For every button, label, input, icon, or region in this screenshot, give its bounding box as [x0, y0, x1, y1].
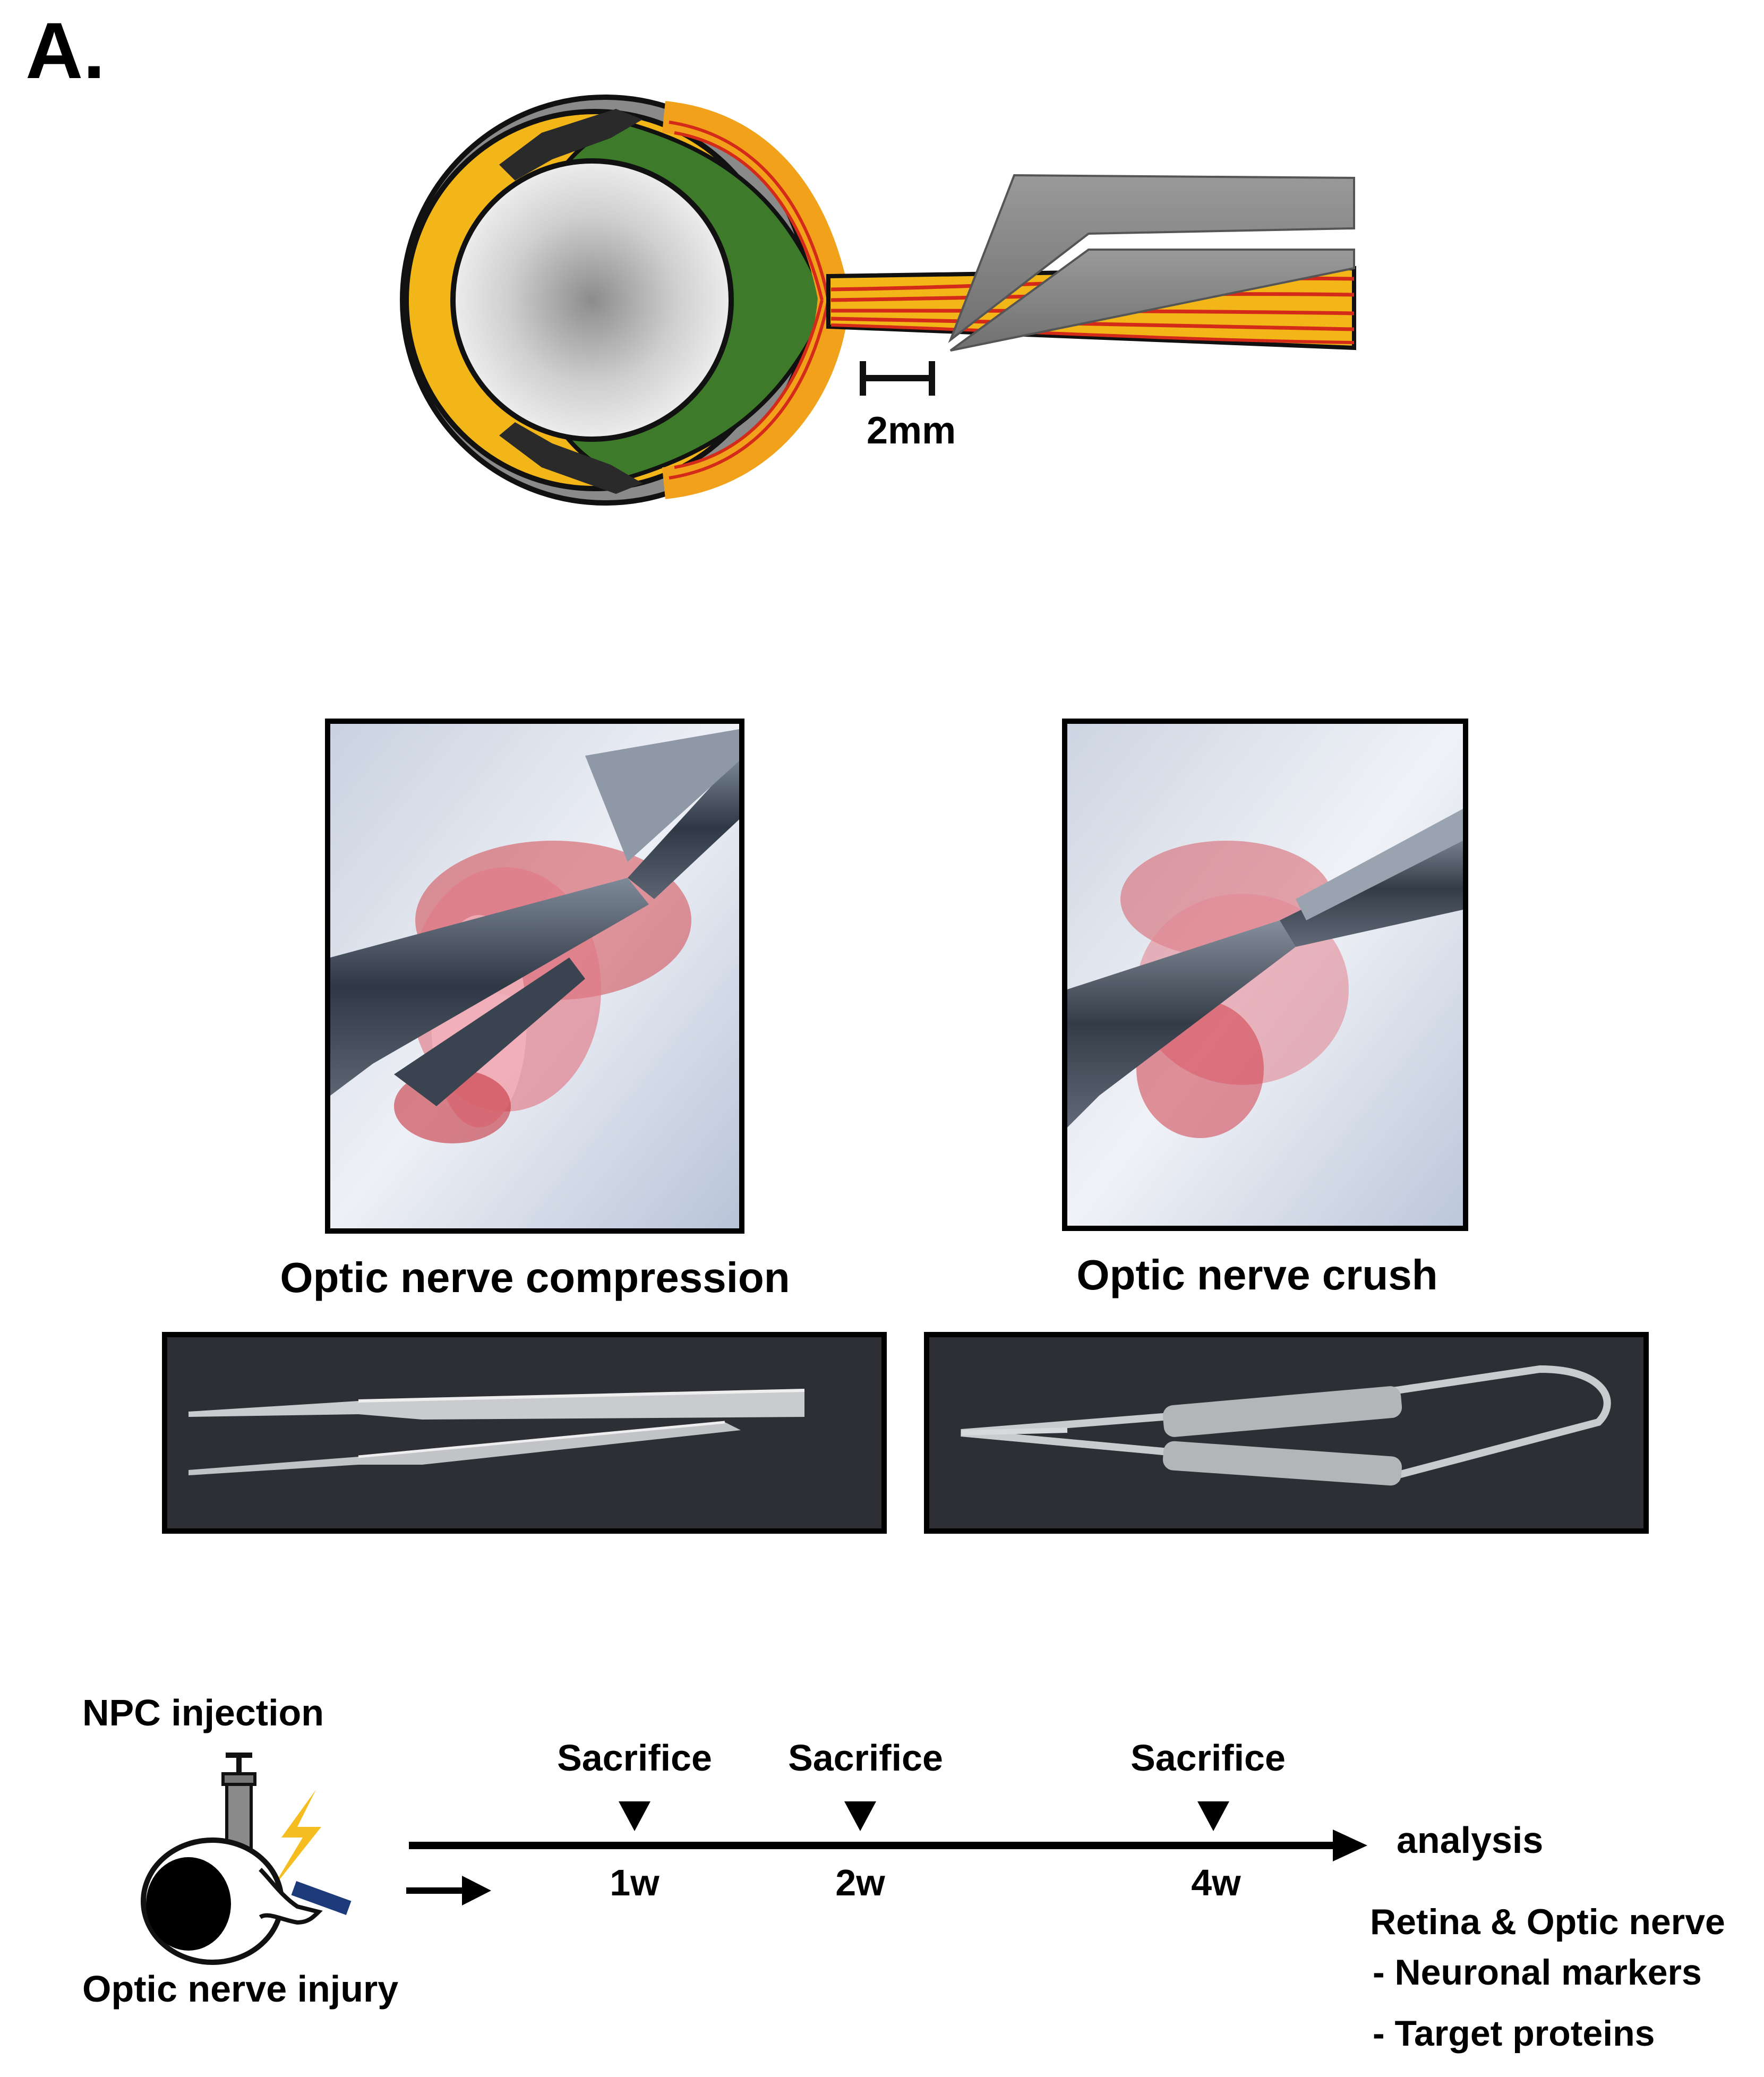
- small-arrow-head: [462, 1876, 491, 1905]
- scale-bar: [860, 361, 935, 396]
- analysis-target: Retina & Optic nerve: [1370, 1902, 1725, 1942]
- time-label-2w: 2w: [835, 1862, 885, 1903]
- optic-nerve-injury-label: Optic nerve injury: [82, 1968, 399, 2010]
- eye-optic-nerve-diagram: [400, 95, 1356, 506]
- forceps-image: [167, 1337, 881, 1528]
- sacrifice-marker-2w: [844, 1801, 876, 1831]
- timeline-axis: [406, 1801, 1367, 1905]
- time-label-1w: 1w: [610, 1862, 660, 1903]
- needle-holder-image: [929, 1337, 1643, 1528]
- analysis-item-target-proteins: - Target proteins: [1373, 2013, 1655, 2054]
- analysis-label: analysis: [1397, 1819, 1544, 1861]
- injection-injury-icon: [141, 1753, 352, 1965]
- sacrifice-marker-4w: [1197, 1801, 1229, 1831]
- photo-crush-surgery: [1062, 719, 1468, 1231]
- photo-crush-needle-holder: [924, 1332, 1649, 1534]
- panel-label: A.: [25, 6, 105, 95]
- caption-compression: Optic nerve compression: [280, 1254, 790, 1301]
- npc-injection-label: NPC injection: [82, 1692, 324, 1733]
- eyeball: [400, 95, 850, 506]
- sacrifice-label-1: Sacrifice: [557, 1737, 712, 1779]
- sacrifice-label-3: Sacrifice: [1131, 1737, 1286, 1779]
- time-label-4w: 4w: [1191, 1862, 1241, 1903]
- eye-icon: [141, 1837, 352, 1965]
- scale-bar-label: 2mm: [867, 409, 956, 452]
- sacrifice-label-2: Sacrifice: [788, 1737, 943, 1779]
- analysis-item-neuronal-markers: - Neuronal markers: [1373, 1952, 1702, 1993]
- timeline-arrowhead: [1333, 1830, 1367, 1861]
- photo-compression-surgery: [325, 719, 744, 1234]
- compression-surgery-image: [330, 724, 739, 1228]
- forceps-tip: [948, 174, 1355, 352]
- crush-surgery-image: [1067, 724, 1463, 1226]
- photo-compression-forceps: [162, 1332, 887, 1534]
- caption-crush: Optic nerve crush: [1076, 1251, 1438, 1298]
- sacrifice-marker-1w: [619, 1801, 650, 1831]
